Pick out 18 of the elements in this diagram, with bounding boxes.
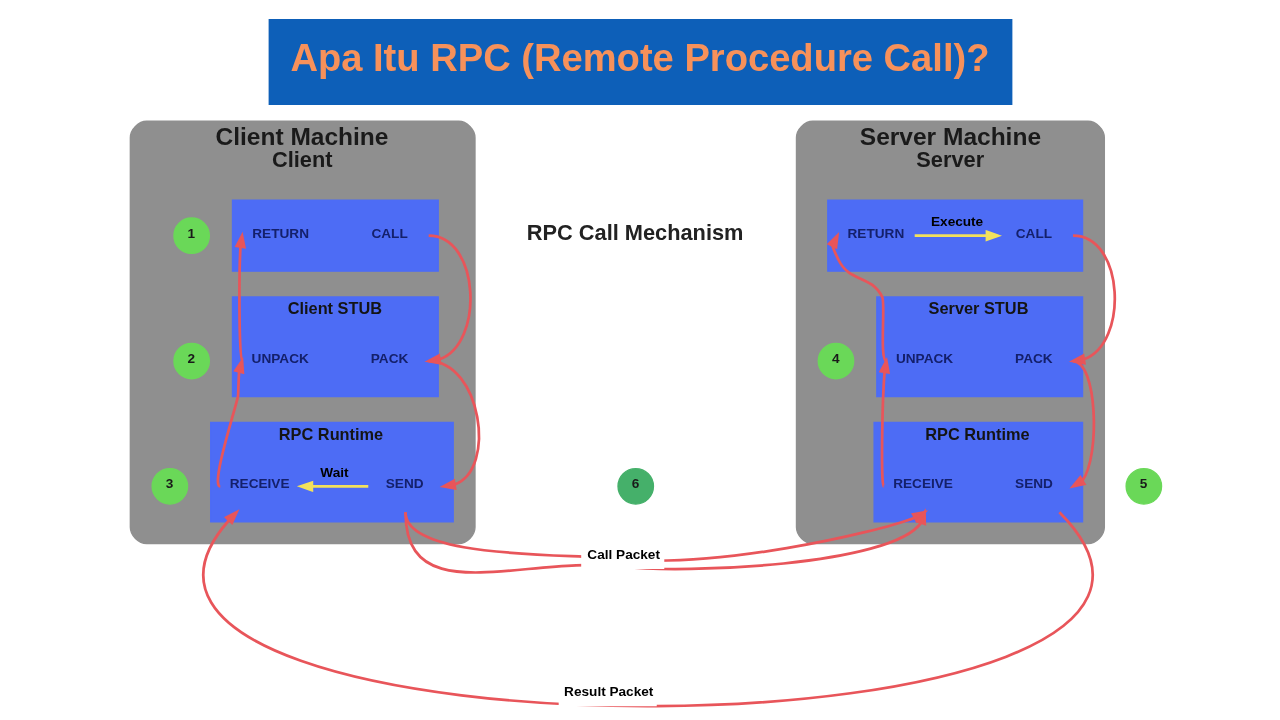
node-text: UNPACK	[251, 351, 309, 367]
edge-label: Call Packet	[586, 546, 660, 562]
label: RPC Call Mechanism	[526, 219, 743, 245]
node-text: CALL	[370, 225, 408, 241]
edge-label: Wait	[319, 464, 349, 480]
node-text: RETURN	[847, 225, 904, 241]
edge-label: Result Packet	[563, 683, 653, 699]
node-text: SEND	[385, 476, 424, 492]
node-text: PACK	[370, 351, 408, 367]
diagram-title: Apa Itu RPC (Remote Procedure Call)?	[289, 35, 989, 79]
node-text: RECEIVE	[229, 476, 290, 492]
node-text: SEND	[1014, 476, 1053, 492]
node-text: CALL	[1015, 225, 1052, 241]
node-text: RETURN	[251, 225, 309, 241]
edge-label: Execute	[930, 214, 983, 230]
node-text: RECEIVE	[892, 476, 953, 492]
node-text: PACK	[1014, 351, 1053, 367]
node-text: UNPACK	[895, 351, 953, 367]
